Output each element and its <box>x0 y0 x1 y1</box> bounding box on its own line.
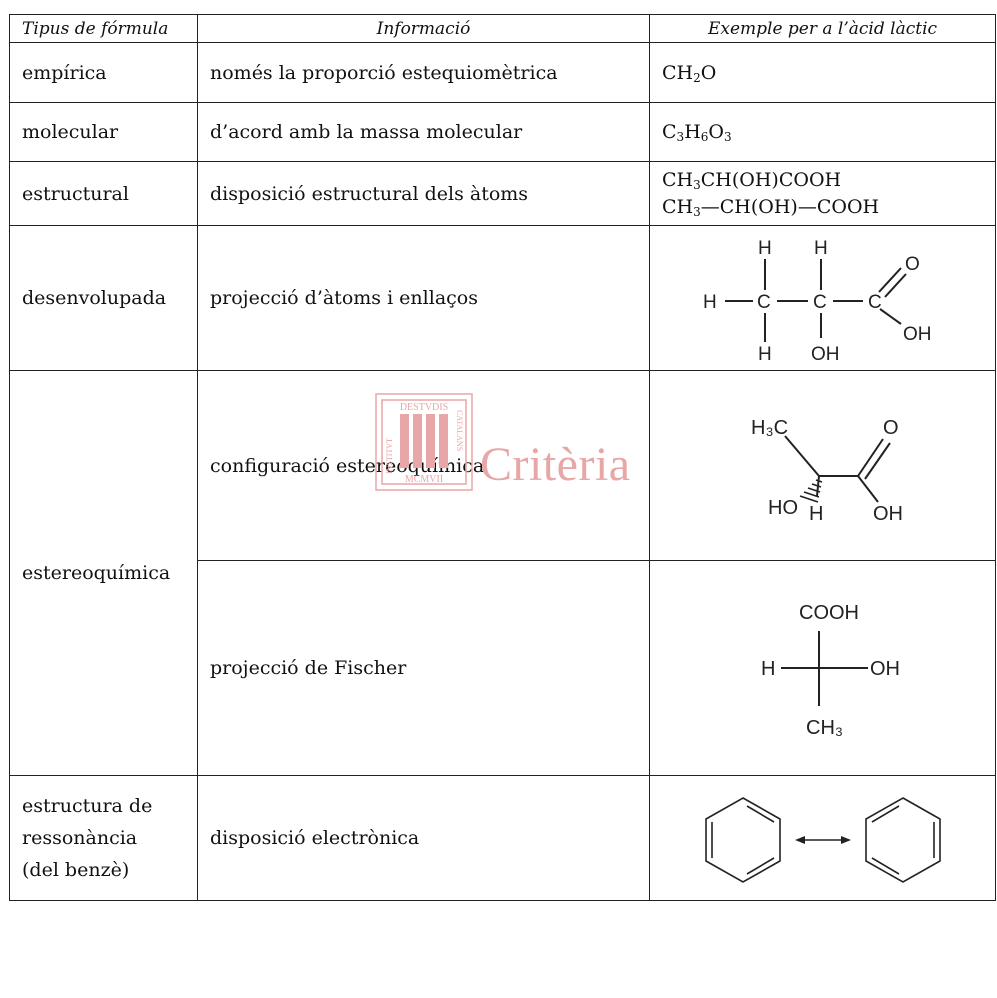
row-type: estereoquímica <box>9 370 198 776</box>
atom-label: OH <box>870 658 900 680</box>
row-type: estructural <box>9 161 198 226</box>
table-row: desenvolupada projecció d’àtoms i enllaç… <box>9 225 996 371</box>
row-info: projecció d’àtoms i enllaços <box>197 225 650 371</box>
row-example: H C C C H H H OH O OH <box>649 225 996 371</box>
row-info: projecció de Fischer <box>197 560 650 776</box>
atom-label: H₃C <box>751 417 788 439</box>
row-example: H₃C O HO H OH <box>649 370 996 561</box>
atom-label: O <box>905 254 920 275</box>
developed-formula-diagram: H C C C H H H OH O OH <box>703 238 932 365</box>
empirical-formula: CH2O <box>662 61 717 85</box>
atom-label: COOH <box>799 602 859 624</box>
atom-label: H <box>758 238 772 259</box>
atom-label: H <box>814 238 828 259</box>
table-row: molecular d’acord amb la massa molecular… <box>9 102 996 162</box>
atom-label: C <box>813 292 827 313</box>
table-row: estructura de ressonància (del benzè) di… <box>9 775 996 901</box>
row-info: configuració estereoquímica <box>197 370 650 561</box>
atom-label: OH <box>903 324 932 345</box>
atom-label: OH <box>873 503 903 525</box>
header-formula-type: Tipus de fórmula <box>9 14 198 43</box>
row-info: disposició estructural dels àtoms <box>197 161 650 226</box>
table-row: empírica només la proporció estequiomètr… <box>9 42 996 103</box>
row-type: desenvolupada <box>9 225 198 371</box>
atom-label: H <box>761 658 775 680</box>
atom-label: O <box>883 417 899 439</box>
table-row: estructural disposició estructural dels … <box>9 161 996 226</box>
row-example: CH3CH(OH)COOH CH3—CH(OH)—COOH <box>649 161 996 226</box>
structural-formula-dashed: CH3—CH(OH)—COOH <box>662 195 880 219</box>
chemical-formula-table: Tipus de fórmula Informació Exemple per … <box>9 14 996 901</box>
structural-formula-condensed: CH3CH(OH)COOH <box>662 168 842 192</box>
row-type: empírica <box>9 42 198 103</box>
header-row: Tipus de fórmula Informació Exemple per … <box>9 14 996 43</box>
row-info: d’acord amb la massa molecular <box>197 102 650 162</box>
row-type: estructura de ressonància (del benzè) <box>9 775 198 901</box>
row-example: COOH H OH CH₃ <box>649 560 996 776</box>
header-information: Informació <box>197 14 650 43</box>
row-example: C3H6O3 <box>649 102 996 162</box>
row-example <box>649 775 996 901</box>
atom-label: OH <box>811 344 840 365</box>
row-info: disposició electrònica <box>197 775 650 901</box>
atom-label: CH₃ <box>806 717 843 739</box>
row-info: només la proporció estequiomètrica <box>197 42 650 103</box>
atom-label: C <box>757 292 771 313</box>
fischer-projection-diagram: COOH H OH CH₃ <box>761 602 900 739</box>
row-example: CH2O <box>649 42 996 103</box>
atom-label: H <box>809 503 823 525</box>
atom-label: C <box>868 292 882 313</box>
molecular-formula: C3H6O3 <box>662 121 732 144</box>
table-row: estereoquímica configuració estereoquími… <box>9 370 996 776</box>
atom-label: HO <box>768 497 798 519</box>
atom-label: H <box>758 344 772 365</box>
stereochemical-configuration-diagram: H₃C O HO H OH <box>751 417 903 525</box>
benzene-resonance-diagram <box>704 797 941 883</box>
header-example: Exemple per a l’àcid làctic <box>649 14 996 43</box>
row-type: molecular <box>9 102 198 162</box>
atom-label: H <box>703 292 717 313</box>
